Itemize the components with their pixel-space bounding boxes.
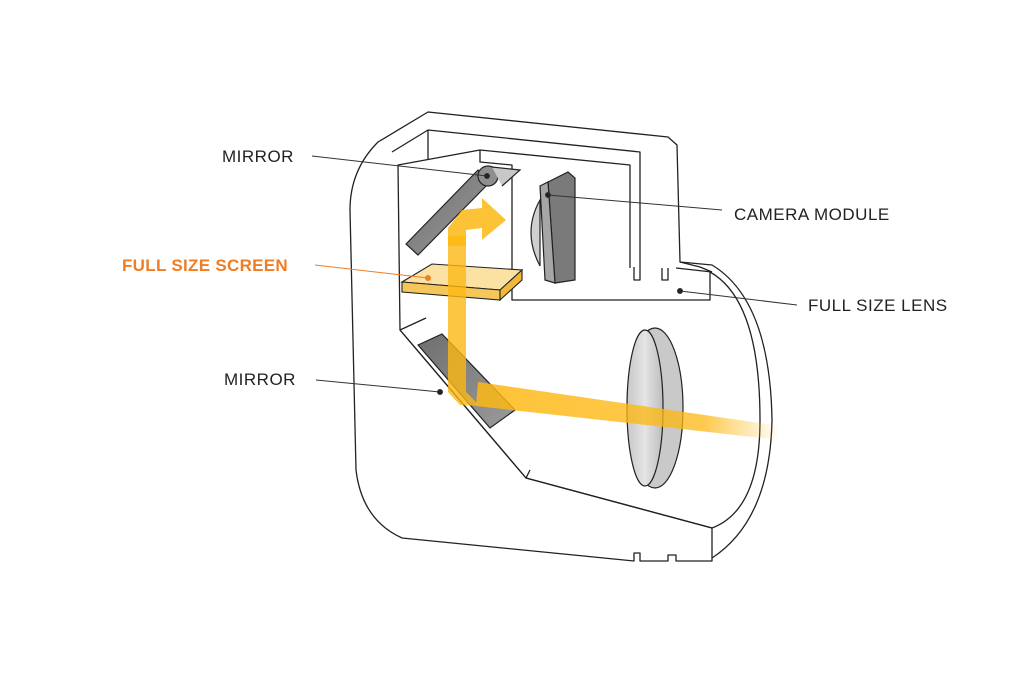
barrel-top-edge bbox=[679, 261, 713, 273]
label-full-size-screen: FULL SIZE SCREEN bbox=[122, 256, 289, 275]
light-path bbox=[448, 198, 780, 440]
label-mirror-bottom: MIRROR bbox=[224, 370, 296, 389]
label-camera-module: CAMERA MODULE bbox=[734, 205, 890, 224]
barrel-ridge bbox=[633, 267, 713, 281]
label-full-size-lens: FULL SIZE LENS bbox=[808, 296, 948, 315]
top-inner-step bbox=[479, 149, 631, 268]
leader-lines bbox=[311, 155, 798, 395]
label-mirror-top: MIRROR bbox=[222, 147, 294, 166]
camera-module bbox=[530, 171, 576, 284]
